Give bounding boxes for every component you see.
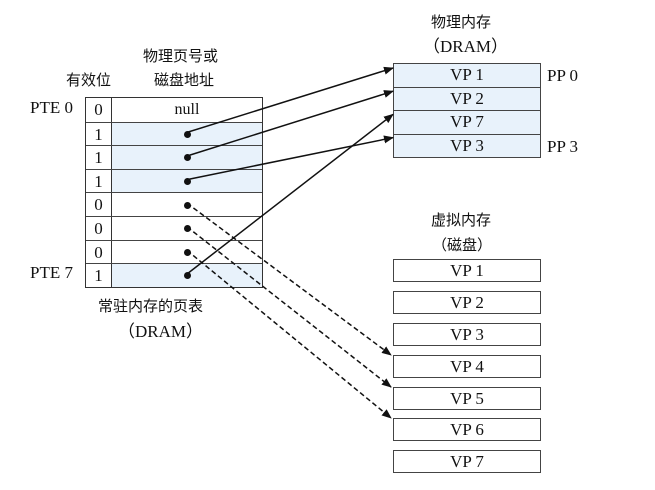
disk-page: VP 3: [393, 323, 541, 346]
physical-memory-subtitle: （DRAM）: [423, 37, 509, 56]
valid-bit: 1: [86, 122, 112, 146]
pp3-label: PP 3: [547, 137, 579, 156]
pointer-dot: [184, 154, 191, 162]
pointer-dot: [184, 272, 191, 280]
pte-row-1: 1: [86, 121, 262, 146]
pte-address: [112, 193, 262, 216]
disk-page: VP 6: [393, 418, 541, 441]
pte-address: [112, 146, 262, 169]
pte-address: [112, 241, 262, 264]
valid-bit-header: 有效位: [66, 71, 112, 89]
pointer-dot: [184, 201, 191, 209]
pte-address: [112, 217, 262, 240]
virtual-memory-subtitle: （磁盘）: [432, 236, 493, 254]
pte-address: null: [112, 98, 262, 122]
disk-page: VP 2: [393, 291, 541, 314]
valid-bit: 1: [86, 146, 112, 169]
pointer-arrow-4: [186, 202, 392, 356]
pointer-arrow-3: [186, 135, 394, 181]
page-table-caption-dram: （DRAM）: [118, 322, 204, 341]
pointer-arrow-1: [186, 66, 394, 134]
pointer-dot: [184, 225, 191, 233]
pte-row-5: 0: [86, 215, 262, 240]
pointer-dot: [184, 178, 191, 186]
physical-page: VP 7: [394, 110, 540, 134]
pte-address: [112, 169, 262, 193]
pointer-dot: [184, 248, 191, 256]
disk-page: VP 4: [393, 355, 541, 378]
pte-row-4: 0: [86, 192, 262, 216]
pte-row-2: 1: [86, 145, 262, 169]
valid-bit: 0: [86, 98, 112, 122]
pointer-arrow-2: [186, 90, 394, 157]
pointer-arrow-6: [186, 249, 392, 419]
address-text: null: [174, 101, 200, 118]
physical-page: VP 1: [394, 64, 540, 88]
disk-page: VP 1: [393, 259, 541, 282]
pte0-label: PTE 0: [30, 98, 73, 117]
page-table-caption: 常驻内存的页表: [98, 297, 204, 315]
valid-bit: 0: [86, 240, 112, 264]
disk-page: VP 5: [393, 387, 541, 410]
valid-bit: 1: [86, 169, 112, 193]
valid-bit: 0: [86, 216, 112, 240]
pointer-arrow-5: [186, 226, 392, 388]
pointer-arrow-7: [186, 113, 394, 275]
address-header-line2: 磁盘地址: [154, 71, 215, 89]
pp0-label: PP 0: [547, 66, 579, 85]
pte-address: [112, 122, 262, 146]
pte-row-6: 0: [86, 239, 262, 264]
pte-row-3: 1: [86, 168, 262, 193]
valid-bit: 0: [86, 193, 112, 216]
pte7-label: PTE 7: [30, 263, 73, 282]
physical-page: VP 3: [394, 133, 540, 157]
physical-page: VP 2: [394, 87, 540, 111]
pointer-dot: [184, 130, 191, 138]
valid-bit: 1: [86, 264, 112, 287]
pte-row-0: 0 null: [86, 98, 262, 122]
disk-page: VP 7: [393, 450, 541, 473]
address-header-line1: 物理页号或: [143, 47, 219, 65]
virtual-memory-title: 虚拟内存: [431, 211, 492, 229]
physical-memory-title: 物理内存: [431, 13, 492, 31]
